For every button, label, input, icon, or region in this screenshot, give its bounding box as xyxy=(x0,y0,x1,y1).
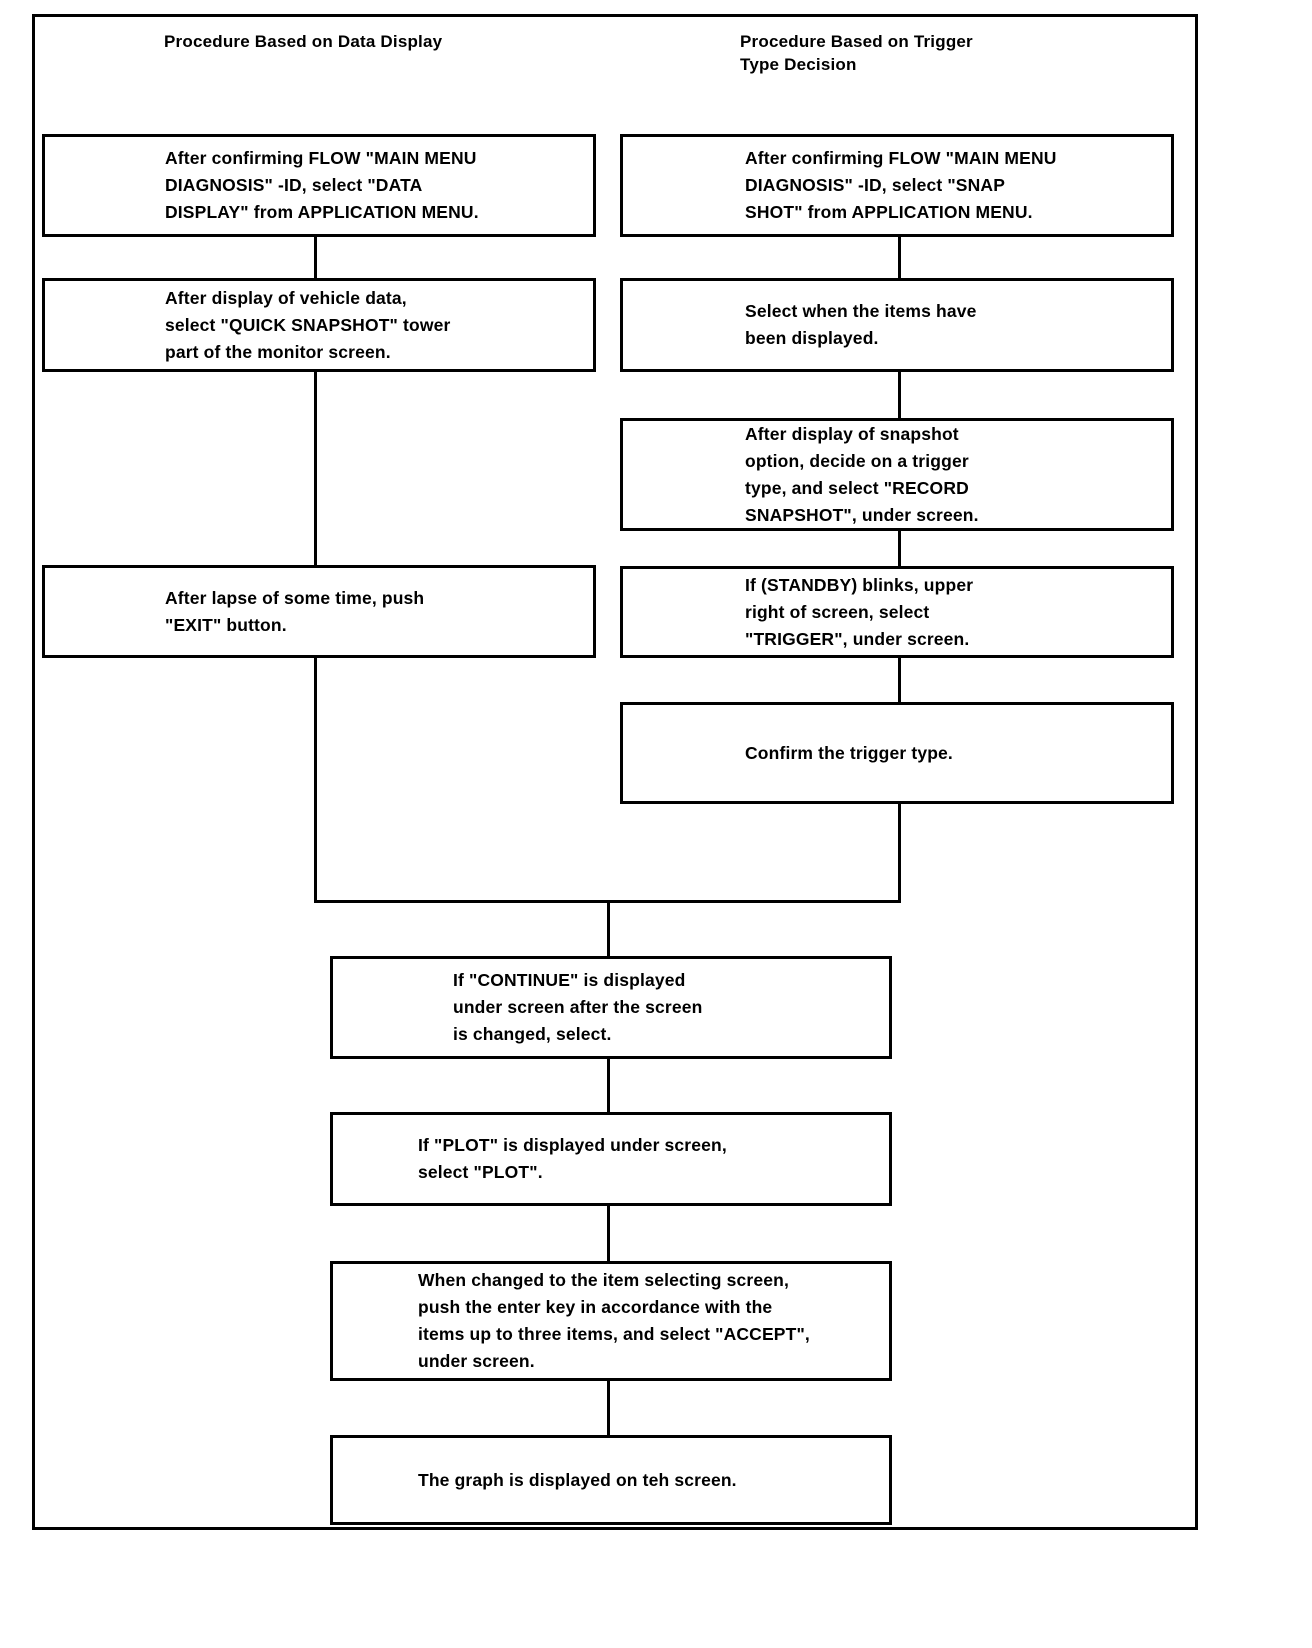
column-heading-right: Procedure Based on Trigger Type Decision xyxy=(740,32,973,74)
flow-step-R5-text: Confirm the trigger type. xyxy=(745,742,953,763)
flow-step-R1[interactable]: After confirming FLOW "MAIN MENU DIAGNOS… xyxy=(620,134,1174,237)
flow-step-M2[interactable]: If "PLOT" is displayed under screen, sel… xyxy=(330,1112,892,1206)
flow-step-L2-text: After display of vehicle data, select "Q… xyxy=(165,287,451,362)
connector-right-1-to-2 xyxy=(898,236,901,278)
flow-step-R3[interactable]: After display of snapshot option, decide… xyxy=(620,418,1174,531)
flow-step-R5[interactable]: Confirm the trigger type. xyxy=(620,702,1174,804)
connector-merge-to-m1 xyxy=(607,900,610,957)
flow-step-L3-text: After lapse of some time, push "EXIT" bu… xyxy=(165,587,425,635)
flow-step-L3[interactable]: After lapse of some time, push "EXIT" bu… xyxy=(42,565,596,658)
flow-step-M4[interactable]: The graph is displayed on teh screen. xyxy=(330,1435,892,1525)
connector-m1-to-m2 xyxy=(607,1058,610,1113)
flow-step-R2-text: Select when the items have been displaye… xyxy=(745,301,977,348)
connector-left-2-to-3 xyxy=(314,371,317,566)
connector-right-4-to-5 xyxy=(898,657,901,703)
connector-left-1-to-2 xyxy=(314,236,317,278)
flow-step-M1[interactable]: If "CONTINUE" is displayed under screen … xyxy=(330,956,892,1059)
flow-step-R3-text: After display of snapshot option, decide… xyxy=(745,423,979,525)
flow-step-L1[interactable]: After confirming FLOW "MAIN MENU DIAGNOS… xyxy=(42,134,596,237)
connector-right-2-to-3 xyxy=(898,371,901,419)
column-heading-left: Procedure Based on Data Display xyxy=(164,32,443,51)
connector-right-3-to-4 xyxy=(898,530,901,567)
flow-step-R2[interactable]: Select when the items have been displaye… xyxy=(620,278,1174,372)
connector-left-3-to-merge xyxy=(314,657,317,903)
flow-step-M2-text: If "PLOT" is displayed under screen, sel… xyxy=(418,1135,727,1182)
flow-step-M3[interactable]: When changed to the item selecting scree… xyxy=(330,1261,892,1381)
connector-m3-to-m4 xyxy=(607,1380,610,1436)
flow-step-R4[interactable]: If (STANDBY) blinks, upper right of scre… xyxy=(620,566,1174,658)
flow-step-L2[interactable]: After display of vehicle data, select "Q… xyxy=(42,278,596,372)
flow-step-M1-text: If "CONTINUE" is displayed under screen … xyxy=(453,970,703,1044)
connector-m2-to-m3 xyxy=(607,1205,610,1262)
flow-step-M3-text: When changed to the item selecting scree… xyxy=(418,1270,810,1371)
flow-step-R1-text: After confirming FLOW "MAIN MENU DIAGNOS… xyxy=(745,148,1057,222)
flow-step-L1-text: After confirming FLOW "MAIN MENU DIAGNOS… xyxy=(165,148,479,222)
connector-right-5-to-merge xyxy=(898,803,901,903)
flow-step-R4-text: If (STANDBY) blinks, upper right of scre… xyxy=(745,574,974,649)
flow-step-M4-text: The graph is displayed on teh screen. xyxy=(418,1469,737,1490)
